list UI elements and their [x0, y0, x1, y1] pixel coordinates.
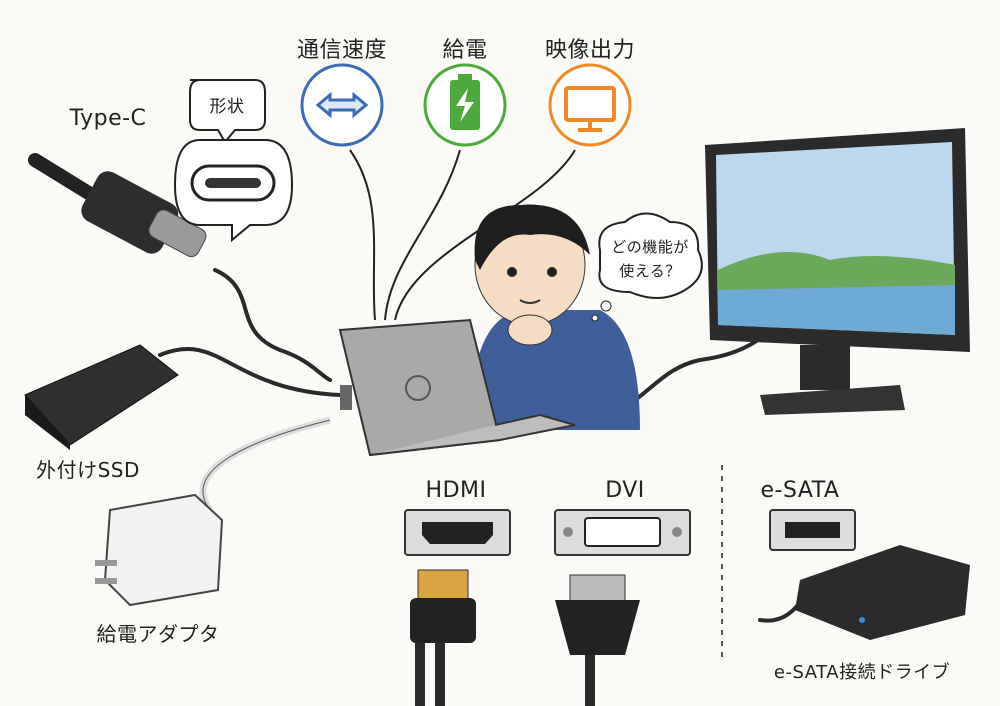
thought-line-2: 使える？: [619, 262, 681, 280]
esata-port: [769, 509, 856, 551]
power-adapter: [95, 493, 224, 607]
esata-drive-label: e-SATA接続ドライブ: [773, 662, 951, 683]
hdmi-port: [404, 509, 511, 556]
ssd-cable: [158, 346, 342, 397]
laptop: [338, 318, 576, 457]
hdmi-cable: [415, 635, 445, 706]
dvi-port: [554, 509, 691, 556]
speed-icon-circle: [300, 63, 384, 147]
hdmi-plug: [410, 569, 476, 643]
monitor: [705, 128, 970, 415]
adapter-label: 給電アダプタ: [96, 622, 220, 646]
esata-label: e-SATA: [760, 478, 840, 503]
thought-bubble: [598, 212, 703, 299]
dvi-plug: [555, 574, 640, 655]
type-c-plug: [28, 153, 207, 258]
dvi-label: DVI: [605, 478, 645, 503]
video-icon-circle: [548, 63, 632, 147]
power-label: 給電: [442, 38, 488, 63]
video-label: 映像出力: [544, 38, 636, 63]
ssd-label: 外付けSSD: [36, 458, 140, 482]
type-c-label: Type-C: [69, 106, 147, 131]
esata-drive: [795, 545, 970, 640]
speed-label: 通信速度: [296, 38, 388, 63]
type-c-cable: [213, 268, 332, 382]
thought-line-1: どの機能が: [611, 238, 689, 256]
hdmi-label: HDMI: [425, 478, 487, 503]
power-icon-circle: [423, 63, 507, 147]
external-ssd: [24, 344, 179, 450]
double-arrow-icon: [315, 91, 369, 119]
adapter-cable: [199, 416, 331, 513]
monitor-icon: [564, 86, 616, 122]
shape-label: 形状: [209, 97, 245, 117]
person: [470, 204, 640, 430]
